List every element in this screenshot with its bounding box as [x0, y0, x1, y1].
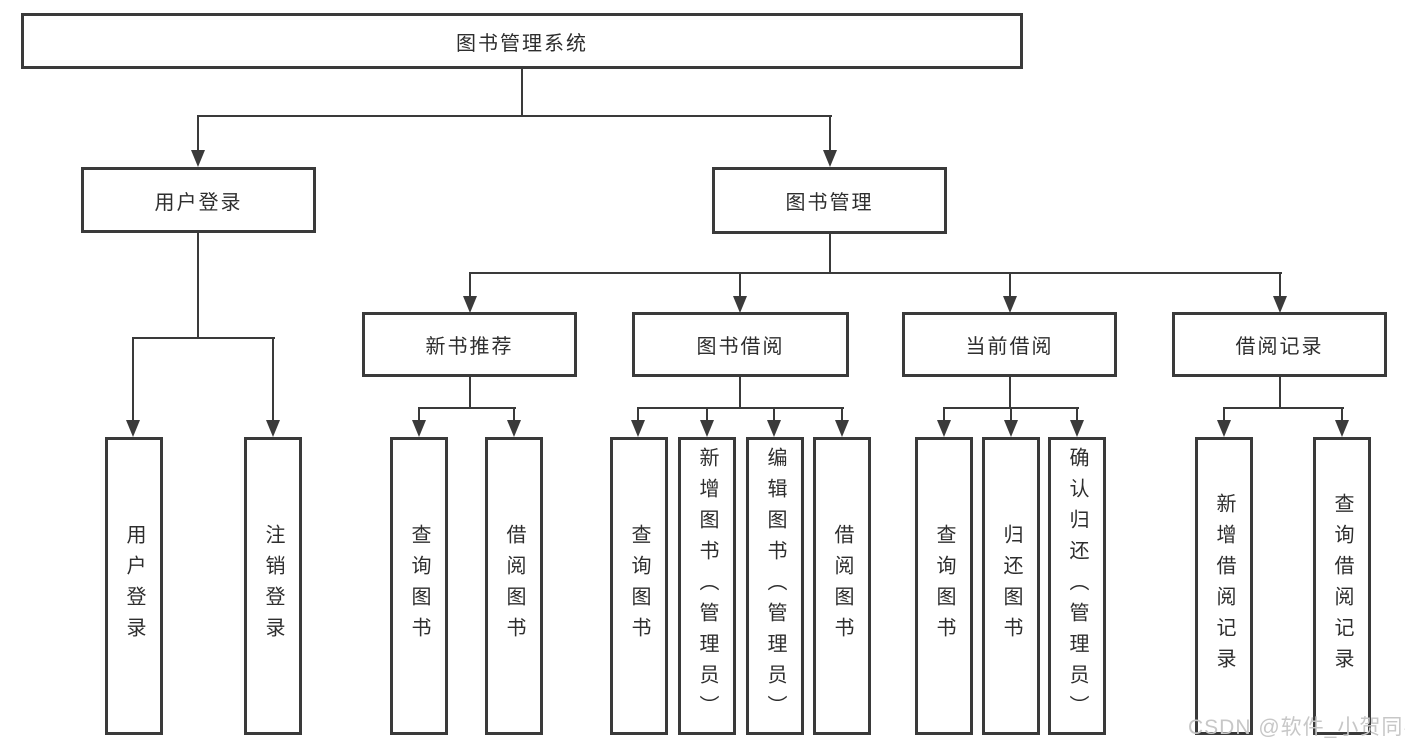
node-library-management-system: 图书管理系统 [21, 13, 1023, 69]
arrow-to-leaf-user-login [126, 337, 140, 437]
leaf-confirm-return-admin: 确认归还（管理员） [1048, 437, 1106, 735]
leaf-return-books: 归还图书 [982, 437, 1040, 735]
leaf-add-books-admin: 新增图书（管理员） [678, 437, 736, 735]
connector-borrowing-records-bar [1223, 407, 1344, 409]
node-new-book-recommendation: 新书推荐 [362, 312, 577, 377]
connector-book-borrowing-bar [637, 407, 844, 409]
leaf-borrow-books: 借阅图书 [813, 437, 871, 735]
connector-new-book-stem [469, 377, 471, 407]
connector-borrowing-records-stem [1279, 377, 1281, 407]
arrow-to-book-management [823, 115, 837, 167]
leaf-query-borrow-record: 查询借阅记录 [1313, 437, 1371, 735]
leaf-add-borrow-record: 新增借阅记录 [1195, 437, 1253, 735]
arrow-to-leaf-borrow-books [835, 407, 849, 437]
csdn-watermark: CSDN @软件_小贺同学 [1188, 716, 1405, 739]
arrow-to-leaf-logout [266, 337, 280, 437]
connector-current-borrowing-stem [1009, 377, 1011, 407]
arrow-to-leaf-confirm-return-admin [1070, 407, 1084, 437]
connector-new-book-bar [418, 407, 516, 409]
arrow-to-borrowing-records [1273, 273, 1287, 313]
connector-root-stem [521, 69, 523, 115]
node-borrowing-records: 借阅记录 [1172, 312, 1387, 377]
arrow-to-leaf-edit-books-admin [767, 407, 781, 437]
arrow-to-leaf-query-books-recommend [412, 407, 426, 437]
arrow-to-leaf-query-borrow-record [1335, 407, 1349, 437]
arrow-to-leaf-add-borrow-record [1217, 407, 1231, 437]
node-book-management: 图书管理 [712, 167, 947, 234]
arrow-to-book-borrowing [733, 273, 747, 313]
connector-level1-bar [197, 115, 832, 117]
leaf-user-login: 用户登录 [105, 437, 163, 735]
connector-user-login-bar [132, 337, 275, 339]
leaf-edit-books-admin: 编辑图书（管理员） [746, 437, 804, 735]
leaf-query-books-current: 查询图书 [915, 437, 973, 735]
node-book-borrowing: 图书借阅 [632, 312, 849, 377]
connector-book-management-bar [469, 272, 1282, 274]
arrow-to-leaf-query-books-current [937, 407, 951, 437]
node-current-borrowing: 当前借阅 [902, 312, 1117, 377]
arrow-to-current-borrowing [1003, 273, 1017, 313]
leaf-logout: 注销登录 [244, 437, 302, 735]
leaf-query-books-borrowing: 查询图书 [610, 437, 668, 735]
leaf-query-books-recommend: 查询图书 [390, 437, 448, 735]
arrow-to-new-book-recommendation [463, 273, 477, 313]
arrow-to-leaf-borrow-books-recommend [507, 407, 521, 437]
arrow-to-leaf-query-books-borrowing [631, 407, 645, 437]
arrow-to-leaf-add-books-admin [700, 407, 714, 437]
leaf-borrow-books-recommend: 借阅图书 [485, 437, 543, 735]
connector-book-borrowing-stem [739, 377, 741, 407]
node-user-login: 用户登录 [81, 167, 316, 233]
arrow-to-user-login [191, 115, 205, 167]
connector-book-management-stem [829, 234, 831, 273]
arrow-to-leaf-return-books [1004, 407, 1018, 437]
connector-user-login-stem [197, 233, 199, 337]
